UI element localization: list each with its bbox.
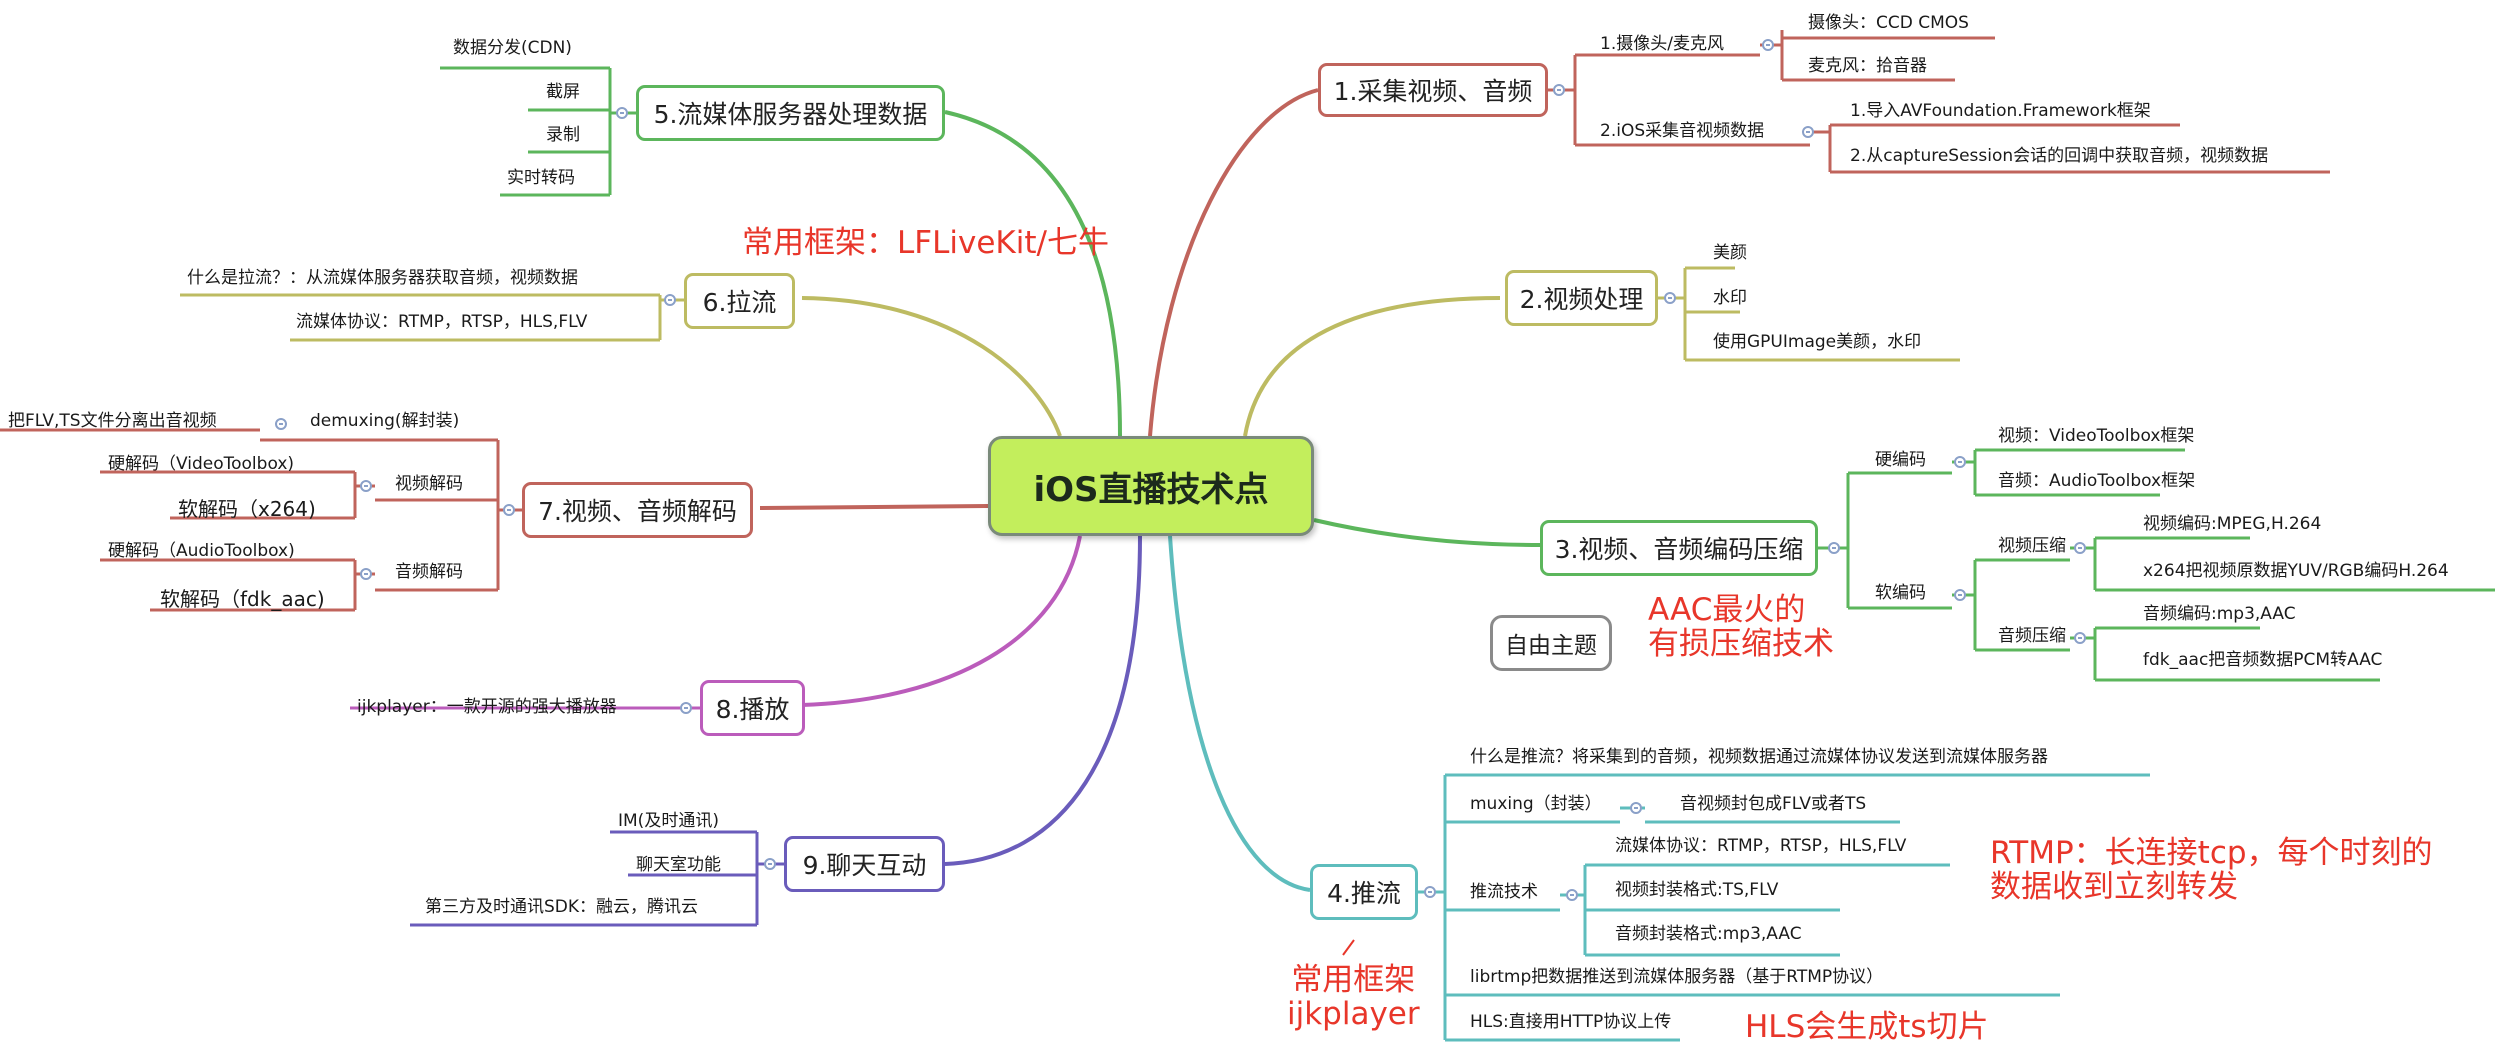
annotation-ijk: 常用框架 ijkplayer [1287,963,1420,1031]
b4-muxing[interactable]: muxing（封装） [1470,794,1602,814]
b5-item[interactable]: 实时转码 [507,168,575,188]
b7-audio-decode[interactable]: 音频解码 [395,562,463,582]
b9-item[interactable]: IM(及时通讯) [618,811,719,831]
branch-6-node[interactable]: 6.拉流 [684,273,795,329]
annotation-framework: 常用框架：LFLiveKit/七牛 [742,225,1109,261]
branch-4-node[interactable]: 4.推流 [1310,864,1418,920]
branch-2-node[interactable]: 2.视频处理 [1505,270,1658,326]
b5-item[interactable]: 截屏 [546,82,580,102]
branch-7-node[interactable]: 7.视频、音频解码 [522,482,753,538]
collapse-toggle-b2[interactable] [1664,292,1676,304]
b9-item[interactable]: 聊天室功能 [636,855,721,875]
annotation-rtmp: RTMP：长连接tcp，每个时刻的 数据收到立刻转发 [1990,836,2433,904]
collapse-toggle-b8[interactable] [680,702,692,714]
b4-muxing-item[interactable]: 音视频封包成FLV或者TS [1680,794,1867,814]
b7-video-item[interactable]: 硬解码（VideoToolbox) [108,454,295,474]
collapse-toggle-b4-tech[interactable] [1566,889,1578,901]
b3-hard-item[interactable]: 视频：VideoToolbox框架 [1998,426,2195,446]
branch-9-node[interactable]: 9.聊天互动 [784,836,945,892]
collapse-toggle-b7-demux[interactable] [275,418,287,430]
b7-video-decode[interactable]: 视频解码 [395,474,463,494]
b5-item[interactable]: 数据分发(CDN) [453,38,572,58]
b1-sub1-item[interactable]: 麦克风：拾音器 [1808,56,1927,76]
collapse-toggle-b7-audio[interactable] [360,568,372,580]
b1-sub2-label[interactable]: 2.iOS采集音视频数据 [1600,121,1765,141]
free-topic[interactable]: 自由主题 [1490,615,1612,671]
branch-5-node[interactable]: 5.流媒体服务器处理数据 [636,85,945,141]
collapse-toggle-b3-hard[interactable] [1954,456,1966,468]
b3-video-compress[interactable]: 视频压缩 [1998,536,2066,556]
b4-tech-item[interactable]: 流媒体协议：RTMP，RTSP，HLS,FLV [1615,836,1907,856]
collapse-toggle-b1[interactable] [1553,84,1565,96]
b9-item[interactable]: 第三方及时通讯SDK：融云，腾讯云 [425,897,699,917]
b4-hls[interactable]: HLS:直接用HTTP协议上传 [1470,1012,1672,1032]
b3-video-item[interactable]: x264把视频原数据YUV/RGB编码H.264 [2143,561,2449,581]
branch-3-node[interactable]: 3.视频、音频编码压缩 [1540,520,1818,576]
b3-hard-item[interactable]: 音频：AudioToolbox框架 [1998,471,2196,491]
b7-demux-item[interactable]: 把FLV,TS文件分离出音视频 [8,411,217,431]
b4-what[interactable]: 什么是推流？将采集到的音频，视频数据通过流媒体协议发送到流媒体服务器 [1470,747,2048,767]
b7-video-item[interactable]: 软解码（x264) [178,497,316,521]
collapse-toggle-b4-muxing[interactable] [1630,802,1642,814]
b3-audio-item[interactable]: fdk_aac把音频数据PCM转AAC [2143,650,2383,670]
collapse-toggle-b4[interactable] [1424,886,1436,898]
annotation-ijk-line1: 常用框架 [1291,962,1416,998]
b2-item[interactable]: 使用GPUImage美颜，水印 [1713,332,1922,352]
b3-audio-item[interactable]: 音频编码:mp3,AAC [2143,604,2296,624]
b2-item[interactable]: 美颜 [1713,243,1747,263]
b4-tech[interactable]: 推流技术 [1470,882,1538,902]
annotation-hls: HLS会生成ts切片 [1745,1009,1989,1045]
b3-video-item[interactable]: 视频编码:MPEG,H.264 [2143,514,2322,534]
b7-audio-item[interactable]: 硬解码（AudioToolbox) [108,541,295,561]
b4-tech-item[interactable]: 音频封装格式:mp3,AAC [1615,924,1802,944]
collapse-toggle-b1-sub2[interactable] [1802,126,1814,138]
branch-8-node[interactable]: 8.播放 [700,680,805,736]
collapse-toggle-b7[interactable] [503,504,515,516]
collapse-toggle-b3[interactable] [1828,542,1840,554]
annotation-rtmp-line2: 数据收到立刻转发 [1990,869,2238,906]
collapse-toggle-b3-video[interactable] [2074,542,2086,554]
b3-soft-label[interactable]: 软编码 [1875,583,1926,603]
central-topic[interactable]: iOS直播技术点 [988,436,1314,536]
b4-librtmp[interactable]: librtmp把数据推送到流媒体服务器（基于RTMP协议） [1470,967,1884,987]
collapse-toggle-b3-audio[interactable] [2074,632,2086,644]
b6-item[interactable]: 流媒体协议：RTMP，RTSP，HLS,FLV [296,312,588,332]
b7-audio-item[interactable]: 软解码（fdk_aac) [160,587,325,611]
b1-sub1-label[interactable]: 1.摄像头/麦克风 [1600,34,1724,54]
b1-sub1-item[interactable]: 摄像头：CCD CMOS [1808,13,1969,33]
collapse-toggle-b3-soft[interactable] [1954,589,1966,601]
annotation-rtmp-line1: RTMP：长连接tcp，每个时刻的 [1990,835,2433,871]
annotation-aac: AAC最火的 有损压缩技术 [1648,593,1834,661]
annotation-aac-line2: 有损压缩技术 [1648,626,1834,663]
collapse-toggle-b6[interactable] [664,294,676,306]
collapse-toggle-b7-video[interactable] [360,480,372,492]
annotation-ijk-line2: ijkplayer [1287,996,1420,1033]
b1-sub2-item[interactable]: 1.导入AVFoundation.Framework框架 [1850,101,2151,121]
annotation-aac-line1: AAC最火的 [1648,592,1806,628]
b6-item[interactable]: 什么是拉流？：从流媒体服务器获取音频，视频数据 [187,268,578,288]
b4-tech-item[interactable]: 视频封装格式:TS,FLV [1615,880,1779,900]
b3-audio-compress[interactable]: 音频压缩 [1998,626,2066,646]
b1-sub2-item[interactable]: 2.从captureSession会话的回调中获取音频，视频数据 [1850,146,2269,166]
collapse-toggle-b9[interactable] [764,858,776,870]
b2-item[interactable]: 水印 [1713,288,1747,308]
b3-hard-label[interactable]: 硬编码 [1875,450,1926,470]
b8-item[interactable]: ijkplayer：一款开源的强大播放器 [357,697,617,717]
collapse-toggle-b1-sub1[interactable] [1762,39,1774,51]
b7-demux[interactable]: demuxing(解封装) [310,411,460,431]
b5-item[interactable]: 录制 [546,125,580,145]
collapse-toggle-b5[interactable] [616,107,628,119]
branch-1-node[interactable]: 1.采集视频、音频 [1318,63,1548,117]
